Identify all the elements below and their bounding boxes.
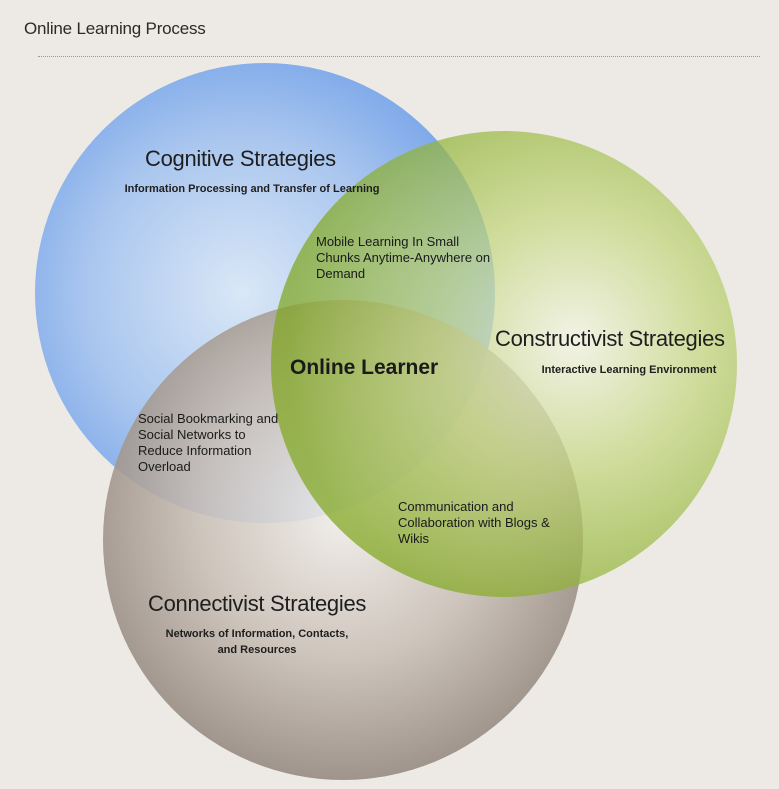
constructivist-description: Interactive Learning Environment bbox=[541, 364, 717, 376]
connectivist-title: Connectivist Strategies bbox=[148, 591, 367, 616]
constructivist-title: Constructivist Strategies bbox=[495, 326, 725, 351]
page-title: Online Learning Process bbox=[24, 19, 206, 38]
circle-constructivist bbox=[271, 131, 737, 597]
overlap-constructivist-connectivist: Communication and Collaboration with Blo… bbox=[398, 499, 550, 546]
center-label: Online Learner bbox=[290, 356, 439, 379]
connectivist-description: Networks of Information, Contacts, and R… bbox=[165, 628, 349, 656]
overlap-cognitive-constructivist: Mobile Learning In Small Chunks Anytime-… bbox=[316, 234, 491, 281]
cognitive-description: Information Processing and Transfer of L… bbox=[124, 183, 380, 195]
overlap-cognitive-connectivist: Social Bookmarking and Social Networks t… bbox=[138, 411, 279, 474]
title-divider bbox=[38, 56, 760, 57]
cognitive-title: Cognitive Strategies bbox=[145, 146, 336, 171]
